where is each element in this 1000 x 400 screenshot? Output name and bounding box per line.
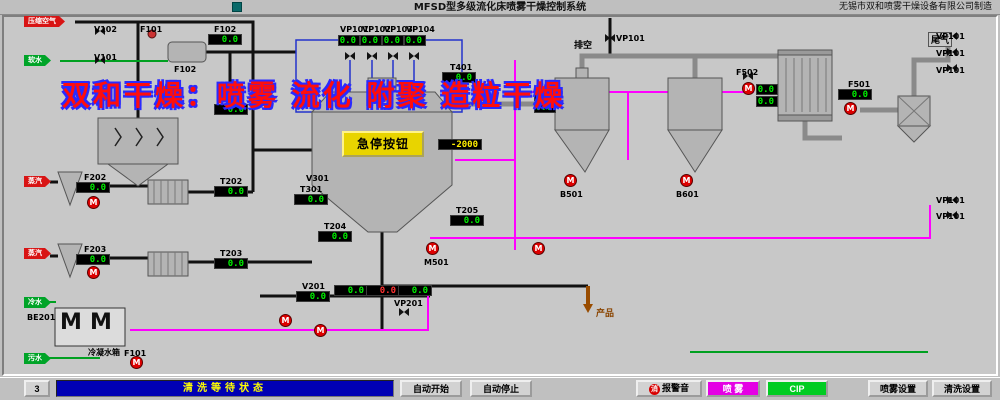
tag-vp103: VP103 <box>384 25 413 34</box>
cold-water-flag: 冷水 <box>24 297 51 308</box>
product-label: 产品 <box>596 309 615 319</box>
pump-f501[interactable]: M <box>844 102 857 115</box>
mimic-panel <box>2 15 998 376</box>
tag-f203: F203 <box>84 245 107 254</box>
tag-f101: F101 <box>140 25 163 34</box>
value-t201: 0.0 <box>214 104 248 115</box>
auto-stop-button[interactable]: 自动停止 <box>470 380 532 397</box>
tag-be201: BE201 <box>27 313 56 322</box>
status-bar: 清洗等待状态 <box>56 380 394 397</box>
value-row-b: 0.0 <box>366 285 400 296</box>
tag-t202: T202 <box>220 177 243 186</box>
tag-v201: V201 <box>302 282 325 291</box>
system-icon <box>232 2 242 12</box>
tank-motor-b: M <box>90 310 112 335</box>
drain-flag: 污水 <box>24 353 51 364</box>
tag-v101: V101 <box>94 53 117 62</box>
tag-t201: T201 <box>222 95 245 104</box>
tag-f102-equipment: F102 <box>174 65 197 74</box>
tag-vp101: VP101 <box>340 25 369 34</box>
value-t202: 0.0 <box>214 186 248 197</box>
value-t203: 0.0 <box>214 258 248 269</box>
value-t301: 0.0 <box>294 194 328 205</box>
pump-b601[interactable]: M <box>680 174 693 187</box>
pump-f203[interactable]: M <box>87 266 100 279</box>
tag-right-valve: VP101 <box>936 49 965 58</box>
clean-settings-button[interactable]: 清洗设置 <box>932 380 992 397</box>
value-vp103: 0.0 <box>382 35 404 46</box>
tag-t301: T301 <box>300 185 323 194</box>
value-t205: 0.0 <box>450 215 484 226</box>
steam-flag-a: 蒸汽 <box>24 176 51 187</box>
tag-t205: T205 <box>456 206 479 215</box>
tag-v301: V301 <box>306 174 329 183</box>
tag-b501: B501 <box>560 190 583 199</box>
pump-discharge[interactable]: M <box>532 242 545 255</box>
value-vp104: 0.0 <box>404 35 426 46</box>
title-bar: MFSD型多级流化床喷雾干燥控制系统 无锡市双和喷雾干燥设备有限公司制造 <box>0 0 1000 15</box>
manufacturer-label: 无锡市双和喷雾干燥设备有限公司制造 <box>838 2 992 12</box>
tag-vp102: VP102 <box>362 25 391 34</box>
value-f502-b: 0.0 <box>756 96 778 107</box>
tag-f102: F102 <box>214 25 237 34</box>
tag-f101-b: F101 <box>124 349 147 358</box>
tag-b601: B601 <box>676 190 699 199</box>
pump-m501[interactable]: M <box>426 242 439 255</box>
pump-f202[interactable]: M <box>87 196 100 209</box>
pump-f502[interactable]: M <box>742 82 755 95</box>
value-tower1-a: 0.0 <box>534 90 556 101</box>
tag-f202: F202 <box>84 173 107 182</box>
pump-b501[interactable]: M <box>564 174 577 187</box>
tag-t401: T401 <box>450 63 473 72</box>
tag-vp104: VP104 <box>406 25 435 34</box>
value-t401: 0.0 <box>442 72 476 83</box>
page-title: MFSD型多级流化床喷雾干燥控制系统 <box>413 2 587 13</box>
value-vp101: 0.0 <box>338 35 360 46</box>
value-f502-a: 0.0 <box>756 84 778 95</box>
pump-cip-a[interactable]: M <box>279 314 292 327</box>
value-v201: 0.0 <box>296 291 330 302</box>
tag-v102: V102 <box>94 25 117 34</box>
spray-settings-button[interactable]: 喷雾设置 <box>868 380 928 397</box>
value-f202: 0.0 <box>76 182 110 193</box>
condensate-tank-label: 冷凝水箱 <box>88 348 120 357</box>
tag-right-valve: VP101 <box>936 212 965 221</box>
tag-t203: T203 <box>220 249 243 258</box>
tag-vp101-vent: VP101 <box>616 34 645 43</box>
tag-f501: F501 <box>848 80 871 89</box>
tag-right-valve: VP101 <box>936 66 965 75</box>
value-vp102: 0.0 <box>360 35 382 46</box>
mute-icon: 消 <box>648 383 660 395</box>
tag-m501: M501 <box>424 258 449 267</box>
vent-label: 排空 <box>574 41 593 51</box>
pump-condensate[interactable]: M <box>130 356 143 369</box>
spray-button[interactable]: 喷 雾 <box>706 380 760 397</box>
tank-motor-a: M <box>60 310 82 335</box>
value-f501: 0.0 <box>838 89 872 100</box>
value-f203: 0.0 <box>76 254 110 265</box>
steam-flag-b: 蒸汽 <box>24 248 51 259</box>
tag-t204: T204 <box>324 222 347 231</box>
value-t204: 0.0 <box>318 231 352 242</box>
mode-button[interactable]: 3 <box>24 380 50 397</box>
tag-vp201: VP201 <box>394 299 423 308</box>
value-f102: 0.0 <box>208 34 242 45</box>
value-row-a: 0.0 <box>334 285 368 296</box>
tag-f502: F502 <box>736 68 759 77</box>
pump-cip-b[interactable]: M <box>314 324 327 337</box>
value-tower1-b: 0.0 <box>534 102 556 113</box>
tag-right-valve: VP101 <box>936 32 965 41</box>
mute-alarm-label: 报警音 <box>661 383 689 394</box>
value-row-c: 0.0 <box>398 285 432 296</box>
cip-button[interactable]: CIP <box>766 380 828 397</box>
bottom-toolbar: 3 清洗等待状态 自动开始 自动停止 消报警音 喷 雾 CIP 喷雾设置 清洗设… <box>0 377 1000 400</box>
compressed-air-flag: 压缩空气 <box>24 16 65 27</box>
auto-start-button[interactable]: 自动开始 <box>400 380 462 397</box>
soft-water-flag: 软水 <box>24 55 51 66</box>
mute-alarm-button[interactable]: 消报警音 <box>636 380 702 397</box>
value-setpoint: -2000 <box>438 139 482 150</box>
tag-right-valve: VP101 <box>936 196 965 205</box>
emergency-stop-button[interactable]: 急停按钮 <box>342 131 424 157</box>
